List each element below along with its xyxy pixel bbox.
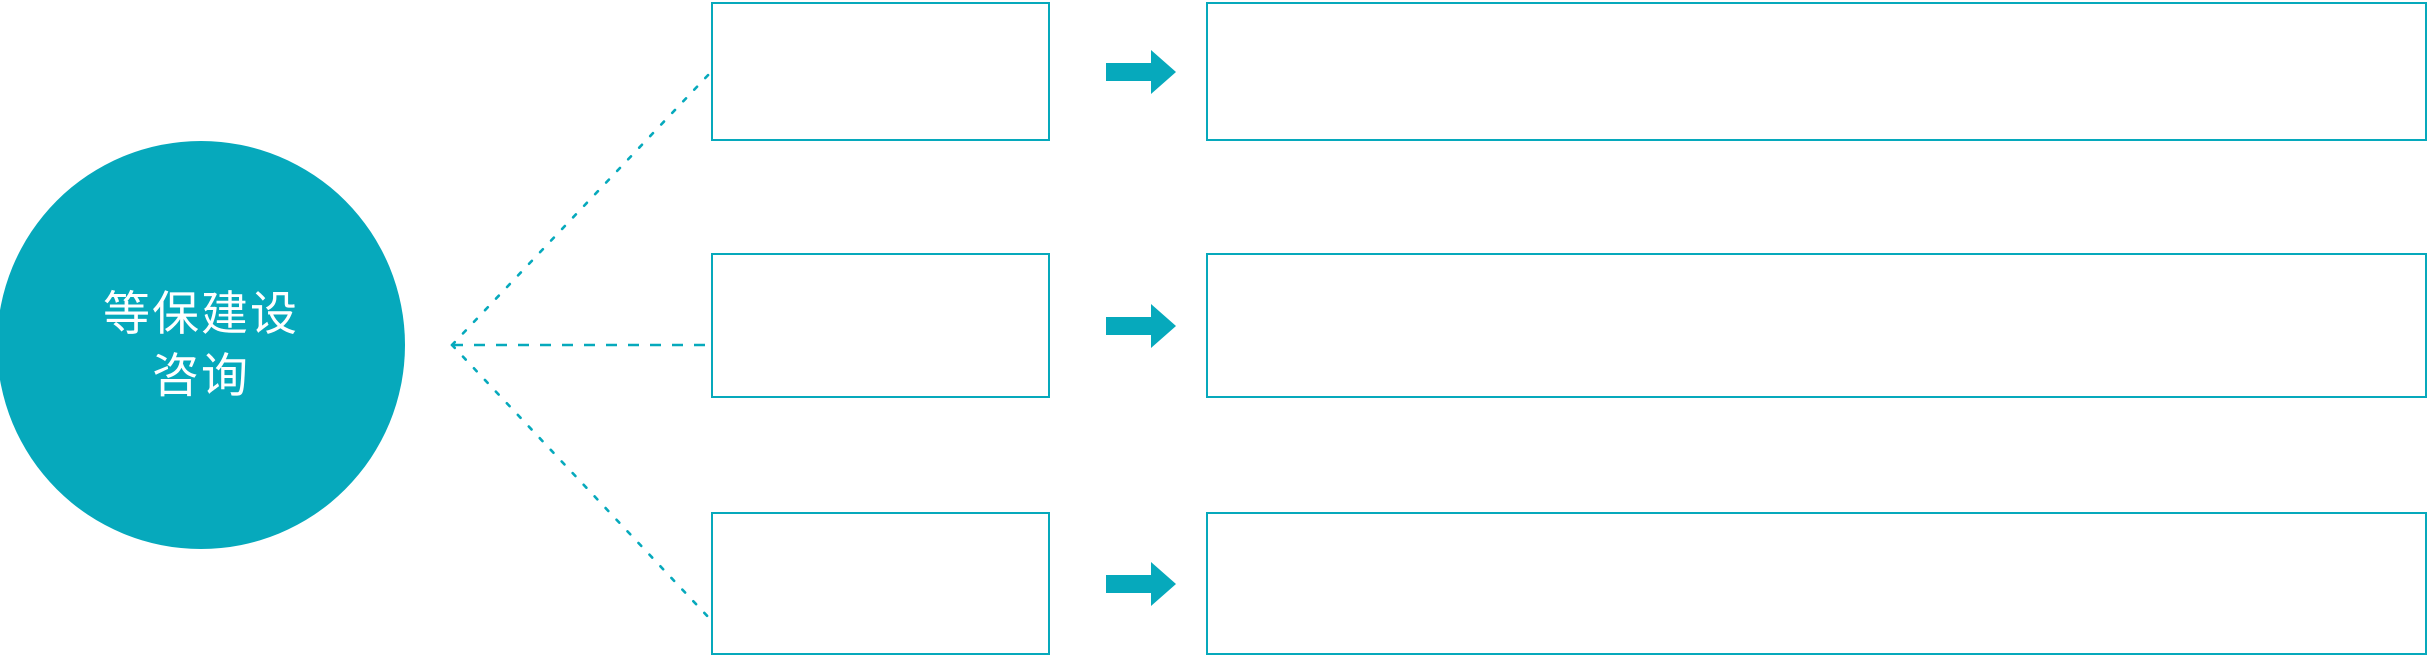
- arrow-right-icon-2: [1106, 303, 1176, 348]
- hub-circle[interactable]: 等保建设 咨询: [0, 141, 405, 549]
- diagram-row: [0, 512, 2434, 655]
- stage-box-2[interactable]: [711, 253, 1050, 398]
- detail-box-1[interactable]: [1206, 2, 2427, 141]
- hub-label-line2: 咨询: [152, 349, 250, 402]
- arrow-right-icon-3: [1106, 561, 1176, 606]
- stage-box-1[interactable]: [711, 2, 1050, 141]
- detail-box-2[interactable]: [1206, 253, 2427, 398]
- stage-box-3[interactable]: [711, 512, 1050, 655]
- arrow-right-icon-1: [1106, 49, 1176, 94]
- diagram-row: [0, 2, 2434, 141]
- diagram-row: [0, 253, 2434, 398]
- detail-box-3[interactable]: [1206, 512, 2427, 655]
- hub-label-line1: 等保建设: [103, 286, 299, 340]
